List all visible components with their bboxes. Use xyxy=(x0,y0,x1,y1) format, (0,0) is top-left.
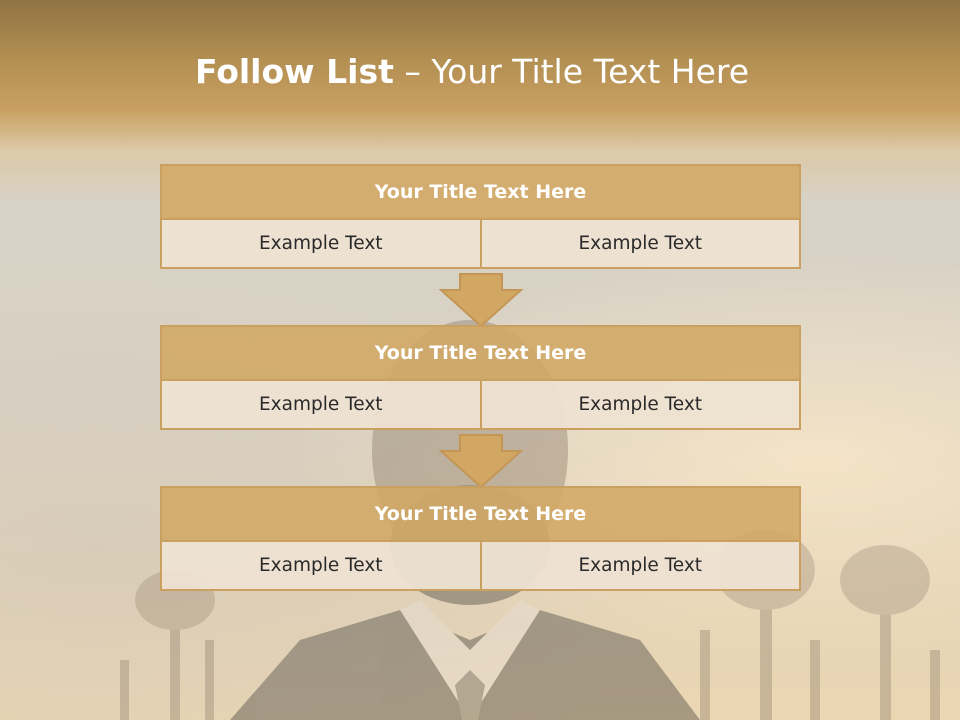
block-title: Your Title Text Here xyxy=(160,164,801,220)
block-cell-right: Example Text xyxy=(481,220,801,269)
block-row: Example Text Example Text xyxy=(160,220,801,269)
down-arrow-icon xyxy=(438,434,524,489)
block-cell-left: Example Text xyxy=(160,381,482,430)
block-cell-right: Example Text xyxy=(481,381,801,430)
down-arrow-icon xyxy=(438,273,524,328)
block-row: Example Text Example Text xyxy=(160,542,801,591)
block-cell-left: Example Text xyxy=(160,542,482,591)
title-bold: Follow List xyxy=(194,52,394,91)
block-title: Your Title Text Here xyxy=(160,486,801,542)
block-title: Your Title Text Here xyxy=(160,325,801,381)
list-block-1: Your Title Text Here Example Text Exampl… xyxy=(160,164,801,269)
block-row: Example Text Example Text xyxy=(160,381,801,430)
list-block-3: Your Title Text Here Example Text Exampl… xyxy=(160,486,801,591)
title-rest: – Your Title Text Here xyxy=(393,52,750,91)
list-block-2: Your Title Text Here Example Text Exampl… xyxy=(160,325,801,430)
block-cell-left: Example Text xyxy=(160,220,482,269)
slide-title: Follow List – Your Title Text Here xyxy=(0,52,944,91)
block-cell-right: Example Text xyxy=(481,542,801,591)
